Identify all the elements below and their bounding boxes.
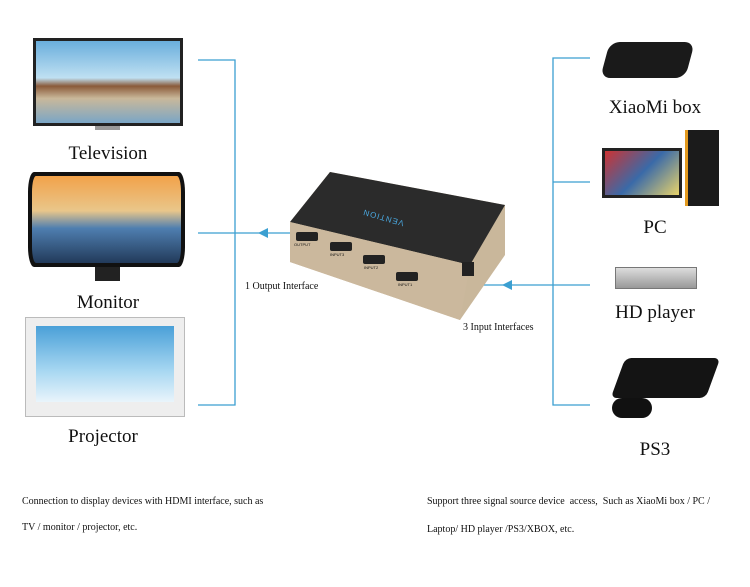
output-caption-line2: TV / monitor / projector, etc. bbox=[22, 522, 138, 533]
output-interface-label: 1 Output Interface bbox=[245, 281, 319, 292]
set-top-box-icon bbox=[600, 42, 695, 78]
port-label: OUTPUT bbox=[294, 242, 311, 247]
port-label: INPUT3 bbox=[330, 252, 345, 257]
input-caption-line2: Laptop/ HD player /PS3/XBOX, etc. bbox=[427, 524, 575, 535]
input-arrow-icon bbox=[502, 280, 512, 290]
port-label: INPUT2 bbox=[364, 265, 379, 270]
projector-icon bbox=[25, 317, 185, 417]
television-icon bbox=[33, 38, 183, 126]
device-label-projector: Projector bbox=[68, 426, 138, 447]
hdmi-port-input1 bbox=[396, 272, 418, 281]
pc-icon bbox=[602, 148, 682, 198]
hdmi-port-output bbox=[296, 232, 318, 241]
monitor-icon bbox=[28, 172, 185, 267]
input-bracket bbox=[552, 57, 590, 406]
dvd-player-icon bbox=[615, 267, 697, 289]
device-label-television: Television bbox=[68, 143, 148, 164]
ir-receiver bbox=[462, 262, 474, 276]
device-label-xiaomi-box: XiaoMi box bbox=[608, 97, 702, 118]
output-caption-line1: Connection to display devices with HDMI … bbox=[22, 496, 264, 507]
output-arrow-icon bbox=[258, 228, 268, 238]
port-label: INPUT1 bbox=[398, 282, 413, 287]
device-label-pc: PC bbox=[643, 217, 667, 238]
hdmi-switch bbox=[290, 172, 505, 320]
device-label-ps3: PS3 bbox=[639, 439, 671, 460]
hdmi-port-input3 bbox=[330, 242, 352, 251]
game-console-icon bbox=[610, 358, 721, 398]
hdmi-port-input2 bbox=[363, 255, 385, 264]
output-bracket bbox=[198, 59, 236, 406]
input-interface-label: 3 Input Interfaces bbox=[463, 322, 534, 333]
input-caption-line1: Support three signal source device acces… bbox=[427, 496, 710, 507]
device-label-monitor: Monitor bbox=[76, 292, 140, 313]
device-label-hd-player: HD player bbox=[615, 302, 695, 323]
